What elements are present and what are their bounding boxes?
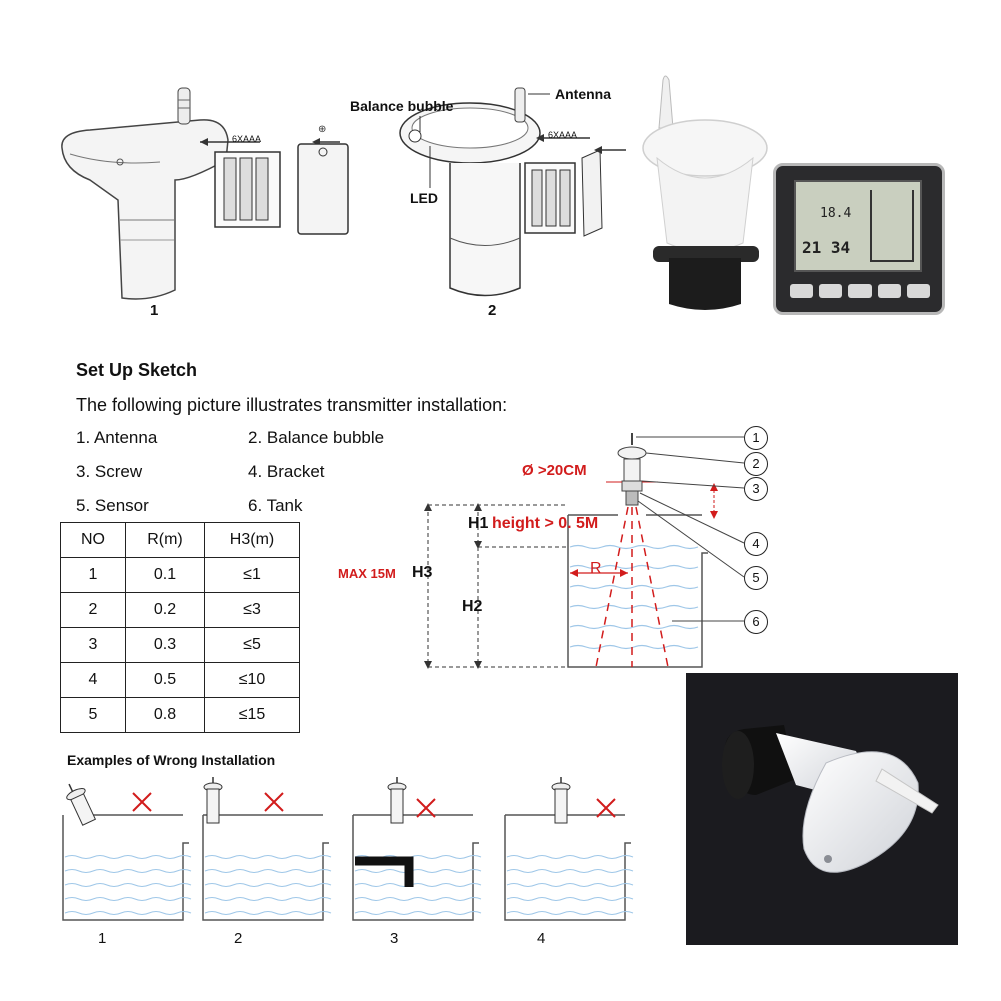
h3-label: H3 (412, 564, 433, 581)
marker-1: 1 (744, 426, 768, 450)
table-row: 5 0.8 ≤15 (60, 697, 300, 733)
transmitter-photo (642, 75, 768, 310)
cell-r: 0.2 (125, 592, 205, 628)
range-table: NO R(m) H3(m) 1 0.1 ≤1 2 0.2 ≤3 3 0.3 ≤5… (60, 522, 300, 733)
balance-bubble-label: Balance bubble (350, 98, 454, 114)
diameter-label: Ø >20CM (522, 462, 587, 479)
part-antenna: 1. Antenna (76, 428, 158, 447)
table-row: 4 0.5 ≤10 (60, 662, 300, 698)
part-balance-bubble: 2. Balance bubble (248, 428, 385, 447)
display-screen: 18.4 21 34 (794, 180, 922, 272)
svg-text:⊕: ⊕ (318, 124, 326, 135)
part-tank: 6. Tank (248, 496, 303, 515)
display-button-5[interactable] (906, 284, 931, 298)
header-no: NO (60, 522, 126, 558)
wrong-example-4-number: 4 (537, 930, 546, 947)
marker-3: 3 (744, 477, 768, 501)
figure-1-battery-label: 6XAAA (232, 134, 262, 144)
cell-h3: ≤10 (204, 662, 300, 698)
sensor-photo (686, 673, 958, 945)
led-label: LED (410, 190, 438, 206)
display-button-2[interactable] (819, 284, 843, 298)
setup-intro: The following picture illustrates transm… (76, 395, 508, 415)
header-h3: H3(m) (204, 522, 300, 558)
part-sensor: 5. Sensor (76, 496, 149, 515)
cell-r: 0.3 (125, 627, 205, 663)
wrong-example-3-number: 3 (390, 930, 399, 947)
table-row: 2 0.2 ≤3 (60, 592, 300, 628)
display-unit: 18.4 21 34 (773, 163, 945, 315)
wrong-examples (62, 777, 634, 921)
display-button-3[interactable] (848, 284, 872, 298)
figure-2-battery-label: 6XAAA (548, 130, 578, 140)
figure-2-transmitter-drawing (399, 87, 626, 297)
marker-5: 5 (744, 566, 768, 590)
table-header-row: NO R(m) H3(m) (60, 522, 300, 558)
installation-diagram (424, 433, 745, 669)
wrong-example-1-number: 1 (98, 930, 107, 947)
figure-2-number: 2 (488, 302, 497, 319)
display-readout-top: 18.4 (820, 206, 852, 221)
display-tank-graphic (870, 190, 914, 262)
cell-h3: ≤5 (204, 627, 300, 663)
header-r: R(m) (125, 522, 205, 558)
r-label: R (590, 560, 602, 577)
antenna-label: Antenna (555, 86, 611, 102)
part-screw: 3. Screw (76, 462, 143, 481)
setup-heading: Set Up Sketch (76, 360, 198, 380)
cell-no: 5 (60, 697, 126, 733)
cell-h3: ≤1 (204, 557, 300, 593)
cell-h3: ≤3 (204, 592, 300, 628)
h1-label: H1 (468, 515, 489, 532)
cell-no: 1 (60, 557, 126, 593)
cell-r: 0.1 (125, 557, 205, 593)
cell-no: 4 (60, 662, 126, 698)
table-row: 1 0.1 ≤1 (60, 557, 300, 593)
wrong-installation-heading: Examples of Wrong Installation (67, 752, 276, 768)
cell-r: 0.8 (125, 697, 205, 733)
marker-6: 6 (744, 610, 768, 634)
wrong-example-2-number: 2 (234, 930, 243, 947)
h2-label: H2 (462, 598, 483, 615)
cell-r: 0.5 (125, 662, 205, 698)
display-readout-bottom: 21 34 (802, 238, 851, 257)
part-bracket: 4. Bracket (248, 462, 325, 481)
max-label: MAX 15M (338, 566, 396, 581)
figure-1-number: 1 (150, 302, 159, 319)
figure-1-transmitter-drawing: ⊕ (61, 87, 349, 300)
cell-no: 2 (60, 592, 126, 628)
table-row: 3 0.3 ≤5 (60, 627, 300, 663)
display-button-4[interactable] (877, 284, 901, 298)
cell-no: 3 (60, 627, 126, 663)
height-label: height > 0. 5M (492, 515, 599, 532)
marker-2: 2 (744, 452, 768, 476)
display-buttons (790, 284, 931, 298)
cell-h3: ≤15 (204, 697, 300, 733)
display-button-1[interactable] (790, 284, 814, 298)
marker-4: 4 (744, 532, 768, 556)
sensor-photo-illustration (722, 725, 939, 873)
